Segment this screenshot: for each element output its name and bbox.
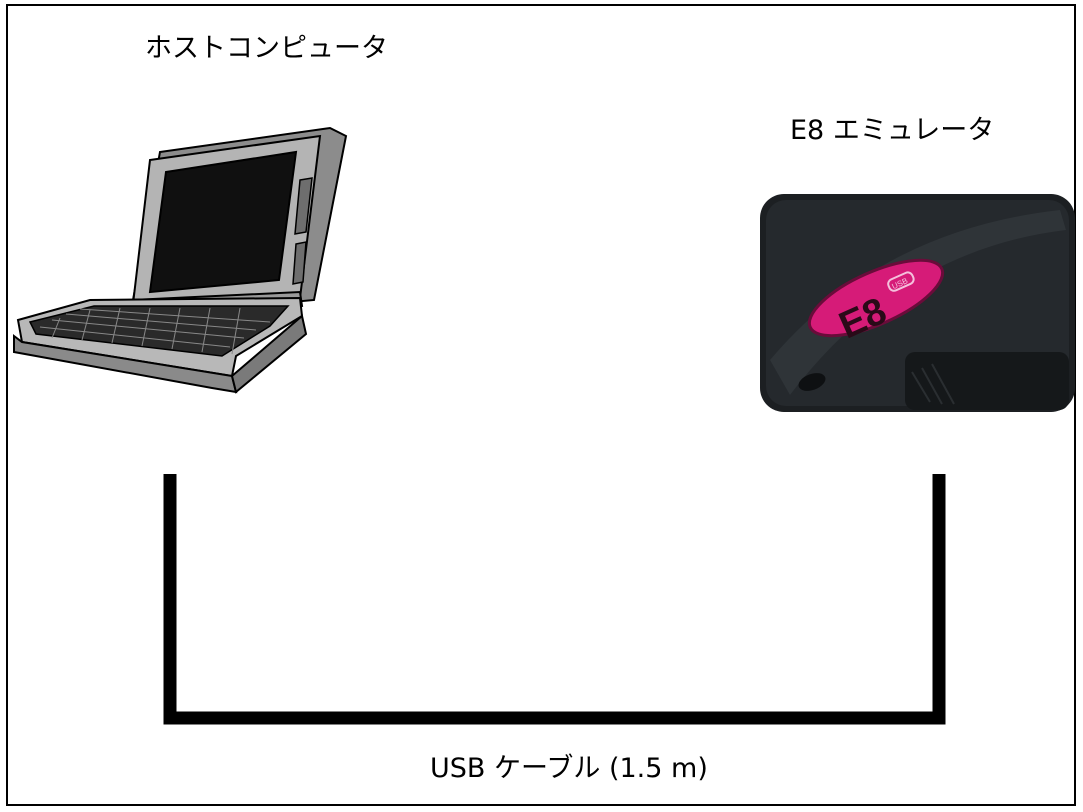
emulator-label: E8 エミュレータ <box>790 115 995 146</box>
usb-cable-label: USB ケーブル (1.5 m) <box>430 753 708 784</box>
host-computer-label: ホストコンピュータ <box>145 33 388 64</box>
usb-cable-line <box>163 474 946 725</box>
laptop-icon <box>13 126 348 394</box>
e8-emulator-icon: E8 USB <box>760 194 1075 412</box>
